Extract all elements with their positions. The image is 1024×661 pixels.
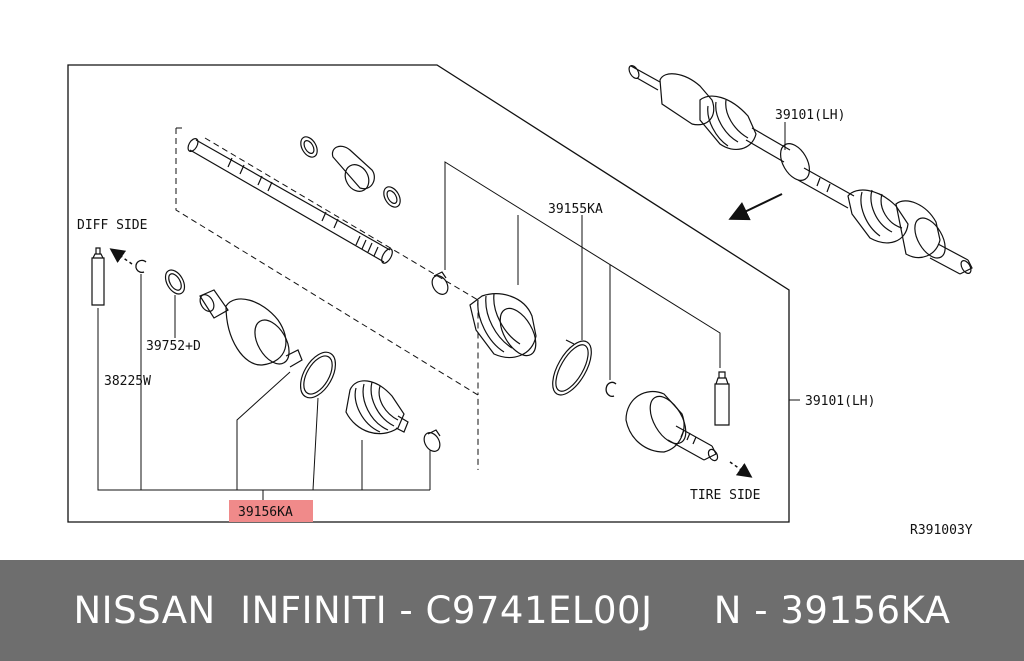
- outer-boot-icon: [469, 293, 537, 358]
- diff-side-arrow-icon: [109, 248, 133, 265]
- grease-tube-right-icon: [714, 371, 730, 426]
- boot-band-icon: [299, 351, 337, 399]
- label-38225w: 38225W: [104, 374, 151, 389]
- label-39155ka: 39155KA: [548, 202, 603, 217]
- grease-tube-icon: [91, 247, 105, 306]
- leader-lines-39155ka: [444, 161, 721, 380]
- dashed-subassembly-outline: [175, 127, 479, 470]
- inner-joint-housing-icon: [199, 289, 303, 368]
- label-39156ka: 39156KA: [238, 505, 293, 520]
- snap-ring-icon: [164, 269, 186, 295]
- shaft-damper-icon: [300, 136, 401, 208]
- drive-shaft-exploded-diagram: DIFF SIDE: [67, 64, 973, 538]
- circlip-icon: [135, 259, 147, 274]
- figure-reference: R391003Y: [910, 523, 973, 538]
- outer-clamp-icon: [431, 271, 449, 295]
- diff-side-label: DIFF SIDE: [77, 218, 147, 233]
- exploded-view-arrow-icon: [728, 193, 783, 221]
- outer-circlip-icon: [605, 381, 617, 397]
- label-39752d: 39752+D: [146, 339, 201, 354]
- band-clamp-icon: [423, 429, 441, 452]
- outer-joint-icon: [625, 390, 719, 462]
- inner-shaft-icon: [187, 138, 393, 264]
- diagram-frame: [67, 64, 790, 523]
- footer-part-number-text: NISSAN INFINITI - C9741EL00J N - 39156KA: [73, 589, 951, 632]
- outer-boot-band-icon: [552, 339, 592, 396]
- inner-boot-icon: [345, 380, 409, 435]
- leader-lines-39156ka: [97, 274, 431, 500]
- drive-shaft-assembly-icon: [628, 65, 973, 275]
- part-number-footer: NISSAN INFINITI - C9741EL00J N - 39156KA: [0, 560, 1024, 661]
- highlight-39156ka: [229, 500, 313, 522]
- tire-side-label: TIRE SIDE: [690, 488, 760, 503]
- label-39101-lh-right: 39101(LH): [805, 394, 875, 409]
- tire-side-arrow-icon: [729, 461, 753, 478]
- label-39101-lh-top: 39101(LH): [775, 108, 845, 123]
